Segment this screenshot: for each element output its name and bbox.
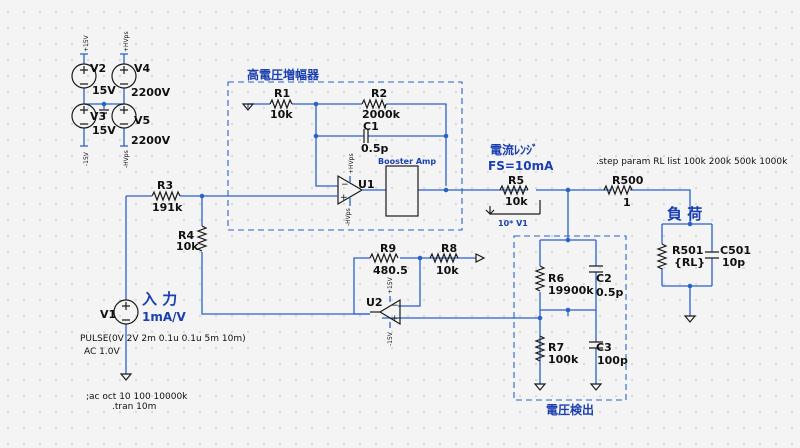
r8-resistor[interactable] — [429, 252, 459, 264]
current-range-title: 電流ﾚﾝｼﾞ — [490, 142, 538, 157]
r1-value: 10k — [270, 108, 293, 121]
c3-value: 100p — [597, 354, 628, 367]
r500-value: 1 — [623, 196, 631, 209]
hv-amp-network: R1 10k R2 2000k C1 0.5p − + U1 -HVps +HV… — [241, 67, 500, 226]
c1-capacitor[interactable] — [363, 129, 369, 143]
u1-neg-supply: -HVps — [345, 208, 352, 226]
r7-value: 100k — [548, 353, 579, 366]
booster-amp-block[interactable] — [385, 165, 419, 217]
svg-text:−: − — [341, 180, 349, 190]
v4-net-label: +HVps — [123, 31, 130, 52]
r6-name: R6 — [548, 272, 564, 285]
r5-name: R5 — [508, 174, 524, 187]
hv-amp-block — [227, 81, 463, 231]
v3-name: V3 — [90, 110, 106, 123]
voltage-detect-title: 電圧検出 — [546, 402, 594, 417]
current-sense: R5 10k 10* V1 電流ﾚﾝｼﾞ FS=10mA R500 1 .ste… — [485, 142, 788, 240]
c2-value: 0.5p — [596, 286, 623, 299]
r501-name: R501 — [672, 244, 703, 257]
r501-value: {RL} — [674, 256, 705, 269]
c501-capacitor[interactable] — [705, 251, 719, 259]
v3-net-label: -15V — [83, 151, 90, 166]
booster-label: Booster Amp — [378, 157, 436, 166]
r9-value: 480.5 — [373, 264, 408, 277]
svg-text:+: + — [340, 193, 348, 203]
r3-value: 191k — [152, 201, 183, 214]
v1-source-symbol[interactable] — [113, 299, 139, 325]
v2-source-symbol[interactable] — [71, 63, 97, 89]
load: R501 {RL} C501 10p 負 荷 — [656, 205, 751, 323]
r6-value: 19900k — [548, 284, 594, 297]
supply-group: +15V +HVps -15V -HVps V2 15V V3 15V V4 2… — [71, 31, 171, 168]
step-directive: .step param RL list 100k 200k 500k 1000k — [596, 157, 788, 167]
v2-name: V2 — [90, 62, 106, 75]
u2-neg-supply: -15V — [387, 331, 394, 346]
v1-ac: AC 1.0V — [84, 347, 120, 357]
c501-name: C501 — [720, 244, 751, 257]
r2-resistor[interactable] — [361, 98, 387, 111]
c1-value: 0.5p — [361, 142, 388, 155]
v5-name: V5 — [134, 114, 150, 127]
v5-net-label: -HVps — [123, 150, 130, 168]
ac-directive: ;ac oct 10 100 10000k — [86, 392, 188, 402]
c2-capacitor[interactable] — [589, 265, 603, 273]
r5-resistor[interactable] — [499, 184, 529, 196]
current-range-fs: FS=10mA — [488, 159, 554, 173]
tran-directive: .tran 10m — [112, 402, 156, 412]
v4-name: V4 — [134, 62, 151, 75]
r4-value: 10k — [176, 240, 199, 253]
input-scale: 1mA/V — [142, 310, 187, 324]
load-title: 負 荷 — [667, 205, 702, 223]
r7-name: R7 — [548, 341, 564, 354]
v3-value: 15V — [92, 124, 116, 137]
v4-source-symbol[interactable] — [111, 63, 137, 89]
c501-value: 10p — [722, 256, 745, 269]
v1-name: V1 — [100, 308, 116, 321]
voltage-divider: R6 19900k C2 0.5p R7 100k C3 100p 電圧検出 — [382, 237, 628, 417]
r8-value: 10k — [436, 264, 459, 277]
r4-resistor[interactable] — [196, 225, 208, 252]
r2-value: 2000k — [362, 108, 401, 121]
r500-resistor[interactable] — [603, 184, 633, 196]
r1-resistor[interactable] — [269, 98, 293, 110]
hv-amp-title: 高電圧増幅器 — [247, 67, 320, 82]
r2-name: R2 — [371, 87, 387, 100]
r9-name: R9 — [380, 242, 396, 255]
r5-note: 10* V1 — [498, 219, 528, 228]
r9-resistor[interactable] — [369, 252, 399, 264]
v3-source-symbol[interactable] — [71, 103, 97, 129]
v5-value: 2200V — [131, 134, 171, 147]
u1-pos-supply: +HVps — [348, 153, 355, 174]
u2-stage: − + U2 +15V -15V R9 480.5 R8 10k — [353, 242, 486, 346]
c3-capacitor[interactable] — [589, 341, 603, 349]
svg-text:+: + — [391, 314, 399, 324]
u2-opamp[interactable] — [378, 298, 401, 326]
c3-name: C3 — [596, 341, 612, 354]
r501-resistor[interactable] — [656, 243, 668, 270]
r4-name: R4 — [178, 229, 194, 242]
v4-value: 2200V — [131, 86, 171, 99]
input-stage: R3 191k R4 10k V1 入 力 1mA/V PULSE(0V 2V … — [80, 179, 370, 381]
u2-name: U2 — [366, 296, 383, 309]
input-title: 入 力 — [142, 290, 177, 308]
r6-resistor[interactable] — [534, 265, 546, 292]
u1-name: U1 — [358, 178, 375, 191]
r3-resistor[interactable] — [151, 190, 181, 202]
u2-pos-supply: +15V — [387, 276, 394, 294]
r500-name: R500 — [612, 174, 644, 187]
v2-value: 15V — [92, 84, 116, 97]
r8-name: R8 — [441, 242, 457, 255]
v2-net-label: +15V — [83, 34, 90, 52]
r7-resistor[interactable] — [534, 335, 546, 362]
r3-name: R3 — [157, 179, 173, 192]
r1-name: R1 — [274, 87, 290, 100]
svg-text:−: − — [391, 301, 399, 311]
v1-pulse: PULSE(0V 2V 2m 0.1u 0.1u 5m 10m) — [80, 334, 246, 344]
c2-name: C2 — [596, 272, 612, 285]
c1-name: C1 — [363, 120, 379, 133]
r5-value: 10k — [505, 195, 528, 208]
v5-source-symbol[interactable] — [111, 103, 137, 129]
